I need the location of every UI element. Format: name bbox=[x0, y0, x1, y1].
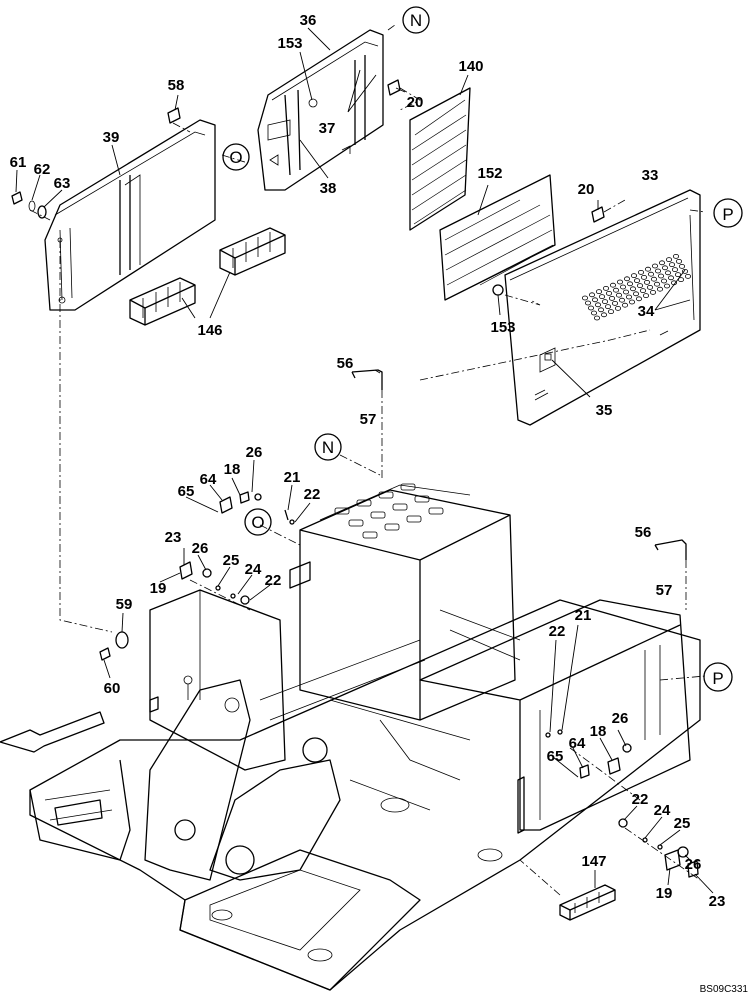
callout-61: 61 bbox=[10, 154, 27, 171]
callout-59: 59 bbox=[116, 596, 133, 613]
svg-text:O: O bbox=[251, 513, 264, 532]
leader-lines bbox=[15, 27, 714, 894]
callout-20-right: 20 bbox=[578, 181, 595, 198]
callout-26-c: 26 bbox=[612, 710, 629, 727]
callout-26-a: 26 bbox=[246, 444, 263, 461]
bolt-20-right bbox=[591, 206, 605, 223]
callout-26-d: 26 bbox=[685, 856, 702, 873]
callout-35: 35 bbox=[596, 402, 613, 419]
callout-21-a: 21 bbox=[284, 469, 301, 486]
callout-38: 38 bbox=[320, 180, 337, 197]
grab-handle-56-upper bbox=[351, 369, 383, 390]
callout-57-lower: 57 bbox=[656, 582, 673, 599]
callout-20-upper: 20 bbox=[407, 94, 424, 111]
callout-37: 37 bbox=[319, 120, 336, 137]
callout-146: 146 bbox=[197, 322, 222, 339]
bolt-20-upper bbox=[387, 79, 401, 96]
callout-152: 152 bbox=[477, 165, 502, 182]
callout-19-a: 19 bbox=[150, 580, 167, 597]
reference-circle-p-top: P bbox=[713, 198, 743, 228]
callout-22-c: 22 bbox=[549, 623, 566, 640]
callout-23-a: 23 bbox=[165, 529, 182, 546]
callout-36: 36 bbox=[300, 12, 317, 29]
grab-handle-56-lower bbox=[654, 539, 687, 560]
perforation-pattern bbox=[582, 253, 692, 321]
callout-65-b: 65 bbox=[547, 748, 564, 765]
callout-56-lower: 56 bbox=[635, 524, 652, 541]
insulation-pad-140 bbox=[409, 87, 471, 231]
svg-text:N: N bbox=[322, 438, 334, 457]
reference-circle-o-top: O bbox=[222, 143, 250, 171]
callout-labels: 36 153 58 39 61 62 63 140 20 37 38 152 2… bbox=[10, 12, 726, 910]
callout-25-a: 25 bbox=[223, 552, 240, 569]
callout-153-upper: 153 bbox=[277, 35, 302, 52]
front-direction-arrow bbox=[0, 711, 105, 753]
callout-18-b: 18 bbox=[590, 723, 607, 740]
bolt-61-62-63 bbox=[11, 191, 47, 219]
machine-frame bbox=[29, 483, 701, 991]
callout-24-a: 24 bbox=[245, 561, 262, 578]
insulation-pad-152 bbox=[439, 174, 556, 301]
hardware-latch-right bbox=[545, 729, 699, 878]
callout-63: 63 bbox=[54, 175, 71, 192]
reference-circle-n-top: N bbox=[402, 6, 430, 34]
callout-22-a: 22 bbox=[304, 486, 321, 503]
door-panel-36 bbox=[257, 29, 384, 191]
svg-text:N: N bbox=[410, 11, 422, 30]
callout-153-lower: 153 bbox=[490, 319, 515, 336]
hardware-latch-left bbox=[179, 491, 295, 605]
callout-60: 60 bbox=[104, 680, 121, 697]
callout-26-b: 26 bbox=[192, 540, 209, 557]
foam-block-146 bbox=[129, 227, 286, 326]
svg-text:P: P bbox=[722, 205, 733, 224]
grommet-153 bbox=[492, 284, 504, 296]
callout-62: 62 bbox=[34, 161, 51, 178]
callout-140: 140 bbox=[458, 58, 483, 75]
callout-18-a: 18 bbox=[224, 461, 241, 478]
assembly-guide-lines bbox=[29, 24, 706, 896]
cover-panel-39 bbox=[44, 119, 216, 311]
callout-147: 147 bbox=[581, 853, 606, 870]
callout-24-b: 24 bbox=[654, 802, 671, 819]
svg-text:P: P bbox=[712, 669, 723, 688]
callout-23-b: 23 bbox=[709, 893, 726, 910]
callout-65-a: 65 bbox=[178, 483, 195, 500]
side-cover-33 bbox=[504, 189, 701, 426]
foam-strip-147 bbox=[559, 884, 616, 921]
bolt-58 bbox=[167, 107, 181, 124]
callout-25-b: 25 bbox=[674, 815, 691, 832]
callout-56-upper: 56 bbox=[337, 355, 354, 372]
callout-34: 34 bbox=[638, 303, 655, 320]
callout-33: 33 bbox=[642, 167, 659, 184]
callout-21-b: 21 bbox=[575, 607, 592, 624]
reference-circle-o-frame: O bbox=[244, 508, 272, 536]
callout-19-b: 19 bbox=[656, 885, 673, 902]
drawing-code: BS09C331 bbox=[700, 984, 749, 995]
hardware-59-60 bbox=[99, 631, 129, 661]
reference-circle-p-frame: P bbox=[703, 662, 733, 692]
svg-text:O: O bbox=[229, 148, 242, 167]
callout-39: 39 bbox=[103, 129, 120, 146]
callout-64-b: 64 bbox=[569, 735, 586, 752]
callout-57-upper: 57 bbox=[360, 411, 377, 428]
callout-22-d: 22 bbox=[632, 791, 649, 808]
callout-64-a: 64 bbox=[200, 471, 217, 488]
reference-circle-n-frame: N bbox=[314, 433, 342, 461]
callout-58: 58 bbox=[168, 77, 185, 94]
callout-22-b: 22 bbox=[265, 572, 282, 589]
